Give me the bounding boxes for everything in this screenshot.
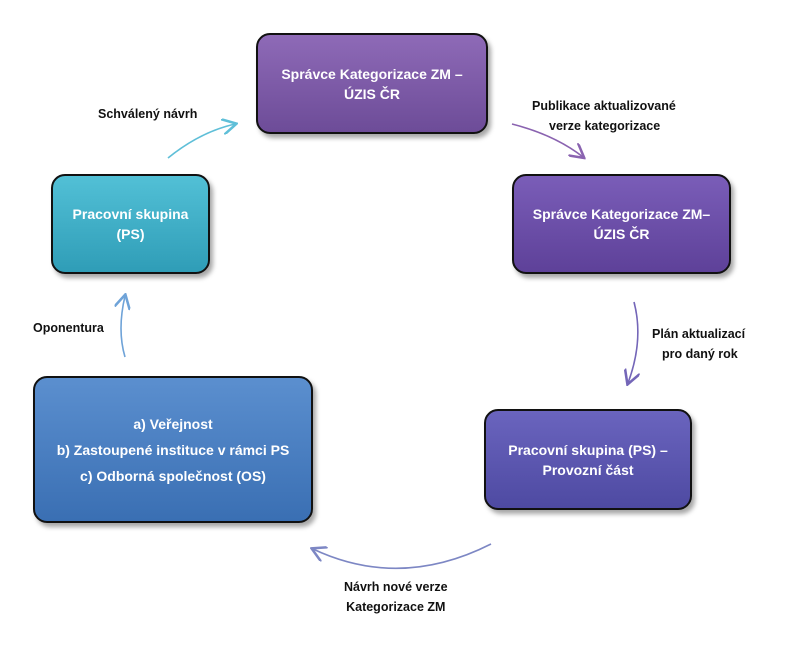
edge-label-publikace-line1: Publikace aktualizované	[532, 99, 676, 113]
edge-label-schvaleny-line1: Schválený návrh	[98, 107, 198, 121]
node-right-line2: ÚZIS ČR	[593, 226, 650, 242]
node-pracovni-skupina-provozni: Pracovní skupina (PS) – Provozní část	[484, 409, 692, 510]
edge-label-publikace-line2: verze kategorizace	[549, 119, 661, 133]
node-right-line1: Správce Kategorizace ZM–	[532, 206, 711, 222]
node-bottom-left-line2: b) Zastoupené instituce v rámci PS	[56, 441, 290, 458]
edge-label-oponentura: Oponentura	[33, 318, 104, 338]
node-bottom-left-line3: c) Odborná společnost (OS)	[80, 467, 266, 484]
node-top-line1: Správce Kategorizace ZM –	[281, 65, 463, 82]
node-bottom-left-line1: a) Veřejnost	[133, 415, 213, 432]
edge-label-plan-line2: pro daný rok	[662, 347, 738, 361]
node-pracovni-skupina-left: Pracovní skupina (PS)	[51, 174, 210, 274]
arrow-top-to-right	[511, 123, 583, 157]
node-spravce-kategorizace-top: Správce Kategorizace ZM – ÚZIS ČR	[256, 33, 488, 134]
edge-label-plan: Plán aktualizací pro daný rok	[652, 324, 745, 364]
node-spravce-kategorizace-right: Správce Kategorizace ZM– ÚZIS ČR	[512, 174, 731, 274]
node-bottom-right-line2: Provozní část	[542, 461, 634, 478]
edge-label-navrh-line1: Návrh nové verze	[344, 580, 448, 594]
node-top-line2: ÚZIS ČR	[344, 85, 400, 102]
node-left-line1: Pracovní skupina	[72, 206, 189, 222]
arrow-right-to-bottom-right	[628, 301, 638, 383]
edge-label-plan-line1: Plán aktualizací	[652, 327, 746, 341]
edge-label-schvaleny: Schválený návrh	[98, 104, 197, 124]
edge-label-oponentura-line1: Oponentura	[33, 321, 104, 335]
node-left-line2: (PS)	[116, 226, 145, 242]
edge-label-navrh-line2: Kategorizace ZM	[346, 600, 446, 614]
arrow-left-to-top	[167, 124, 235, 159]
edge-label-navrh: Návrh nové verze Kategorizace ZM	[344, 577, 448, 617]
arrow-bottom-left-to-left	[121, 296, 125, 358]
node-verejnost-instituce-os: a) Veřejnost b) Zastoupené instituce v r…	[33, 376, 313, 523]
arrow-bottom-right-to-bottom-left	[313, 543, 492, 570]
edge-label-publikace: Publikace aktualizované verze kategoriza…	[532, 96, 676, 136]
node-bottom-right-line1: Pracovní skupina (PS) –	[508, 441, 668, 458]
